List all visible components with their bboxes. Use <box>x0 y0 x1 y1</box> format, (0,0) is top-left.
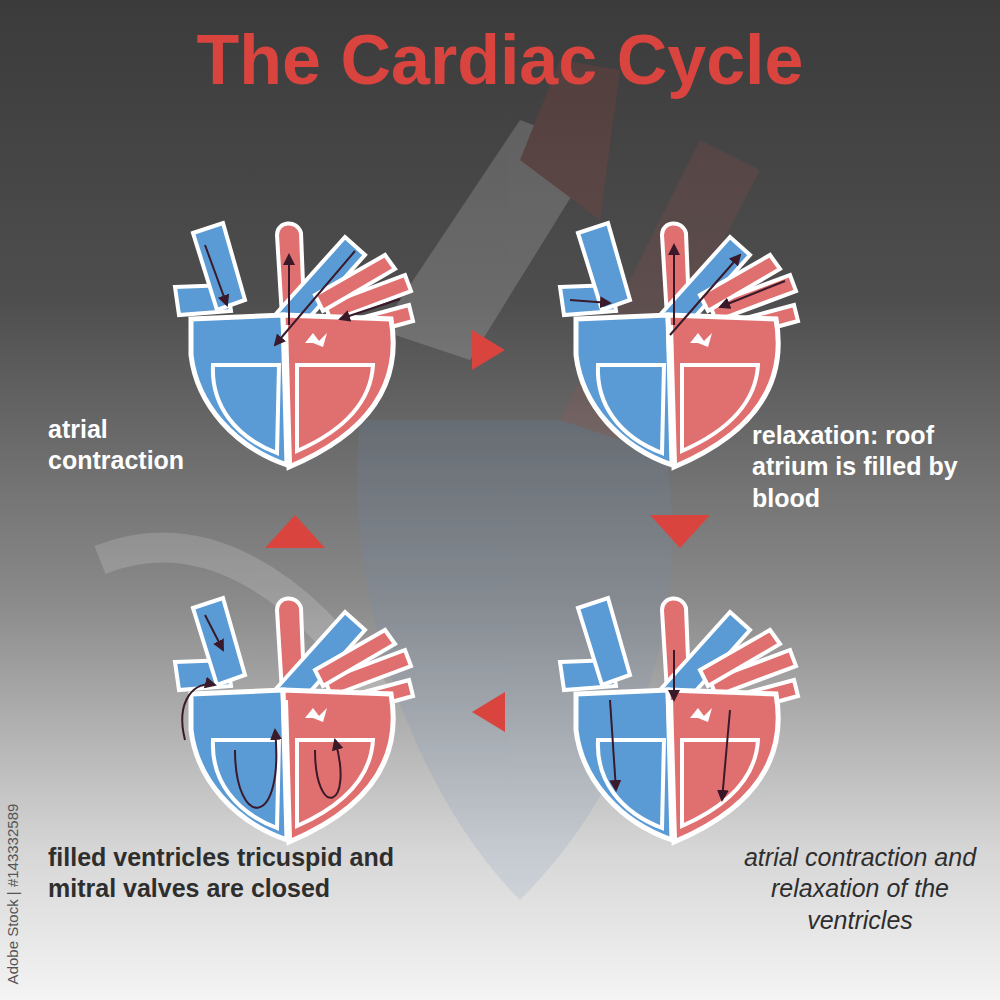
step-caption: relaxation: roof atrium is filled by blo… <box>752 420 997 514</box>
step-caption: atrial contraction <box>48 414 218 477</box>
heart-atrial-contraction <box>175 223 413 467</box>
watermark: Adobe Stock | #143332589 <box>4 734 23 984</box>
cycle-arrow-down <box>650 515 710 548</box>
cycle-arrow-right <box>472 330 505 370</box>
cycle-arrow-left <box>472 692 505 732</box>
cycle-arrow-up <box>265 515 325 548</box>
step-caption: atrial contraction and relaxation of the… <box>740 842 980 936</box>
heart-atrial-contraction-ventricles-relax <box>560 598 798 842</box>
diagram-title: The Cardiac Cycle <box>0 22 1000 99</box>
step-caption: filled ventricles tricuspid and mitral v… <box>48 842 428 905</box>
heart-ventricles-filled <box>175 598 413 842</box>
